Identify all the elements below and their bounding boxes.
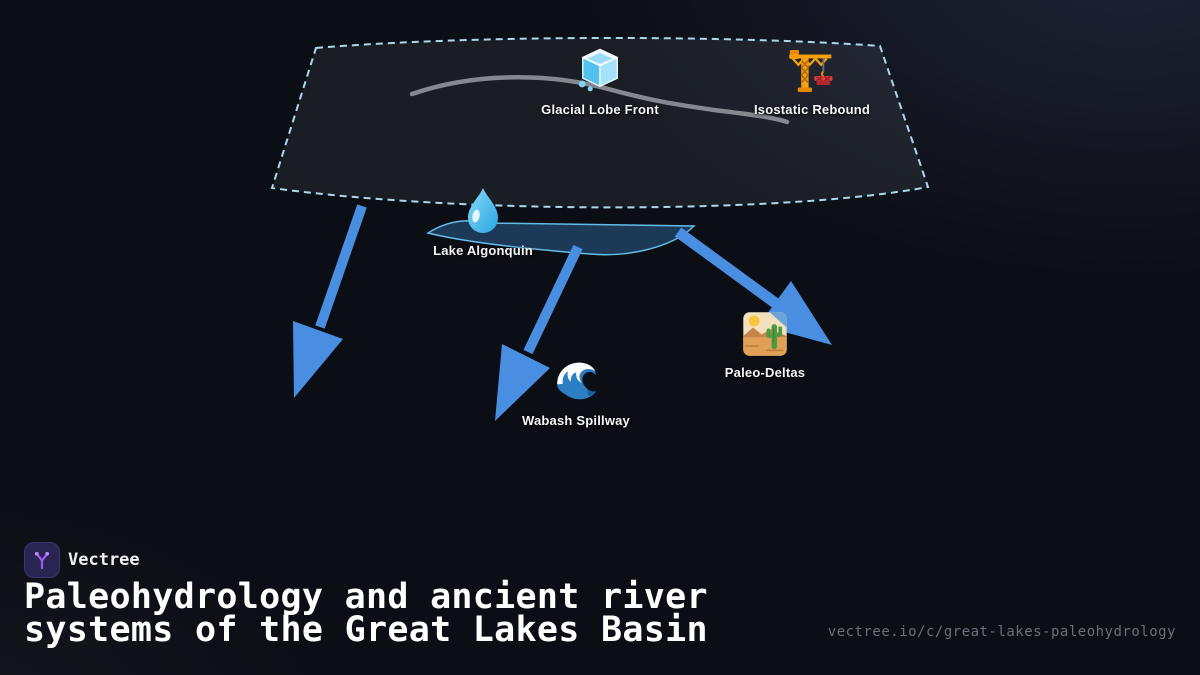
poster-url: vectree.io/c/great-lakes-paleohydrology bbox=[827, 624, 1176, 640]
node-label-wabash-spillway: Wabash Spillway bbox=[522, 413, 630, 428]
node-label-glacial-lobe-front: Glacial Lobe Front bbox=[541, 102, 659, 117]
brand-name: Vectree bbox=[68, 550, 140, 570]
poster-title: Paleohydrology and ancient river systems… bbox=[24, 577, 708, 650]
node-label-isostatic-rebound: Isostatic Rebound bbox=[753, 102, 871, 117]
outflow-arrow-middle bbox=[495, 244, 583, 421]
vectree-logo bbox=[24, 542, 60, 578]
ice-margin-curve bbox=[409, 75, 790, 125]
poster-title-line1: Paleohydrology and ancient river bbox=[24, 577, 708, 617]
ice-cube-icon bbox=[577, 46, 623, 92]
node-label-paleo-deltas: Paleo-Deltas bbox=[724, 365, 806, 380]
vectree-logo-glyph bbox=[34, 551, 50, 570]
water-droplet-icon bbox=[465, 186, 501, 238]
outflow-arrow-left bbox=[293, 204, 367, 398]
ocean-wave-icon bbox=[553, 357, 599, 403]
node-label-lake-algonquin: Lake Algonquin bbox=[433, 243, 533, 258]
desert-icon bbox=[741, 310, 789, 358]
construction-crane-icon bbox=[787, 46, 837, 96]
glacial-ice-region bbox=[270, 36, 930, 209]
poster-title-line2: systems of the Great Lakes Basin bbox=[24, 610, 708, 650]
